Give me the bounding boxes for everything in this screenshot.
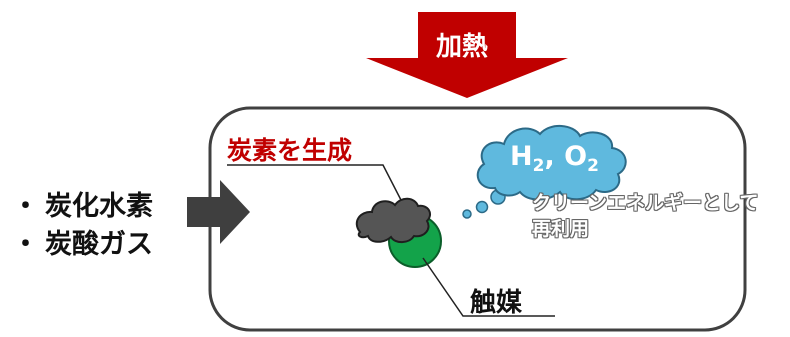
bubble-medium bbox=[475, 200, 489, 214]
heat-label: 加熱 bbox=[436, 32, 489, 62]
carbon-leader-line bbox=[227, 164, 403, 203]
carbon-deposit bbox=[355, 197, 431, 244]
input-hydrocarbon: ・炭化水素 bbox=[12, 191, 153, 222]
carbon-label: 炭素を生成 bbox=[227, 136, 353, 165]
catalyst-label: 触媒 bbox=[470, 288, 523, 318]
reuse-label: クリーンエネルギーとして 再利用 bbox=[532, 190, 758, 242]
catalyst-leader-line bbox=[422, 257, 555, 317]
reuse-line-2: 再利用 bbox=[532, 218, 590, 240]
heat-arrow bbox=[366, 12, 568, 98]
bubble-small bbox=[462, 209, 472, 219]
input-carbon-dioxide: ・炭酸ガス bbox=[12, 229, 153, 260]
gas-formula: H2, O2 bbox=[510, 141, 599, 176]
input-list: ・炭化水素 ・炭酸ガス bbox=[12, 188, 153, 264]
reuse-line-1: クリーンエネルギーとして bbox=[532, 192, 759, 214]
input-arrow bbox=[187, 180, 250, 244]
gas-cloud bbox=[476, 125, 627, 201]
